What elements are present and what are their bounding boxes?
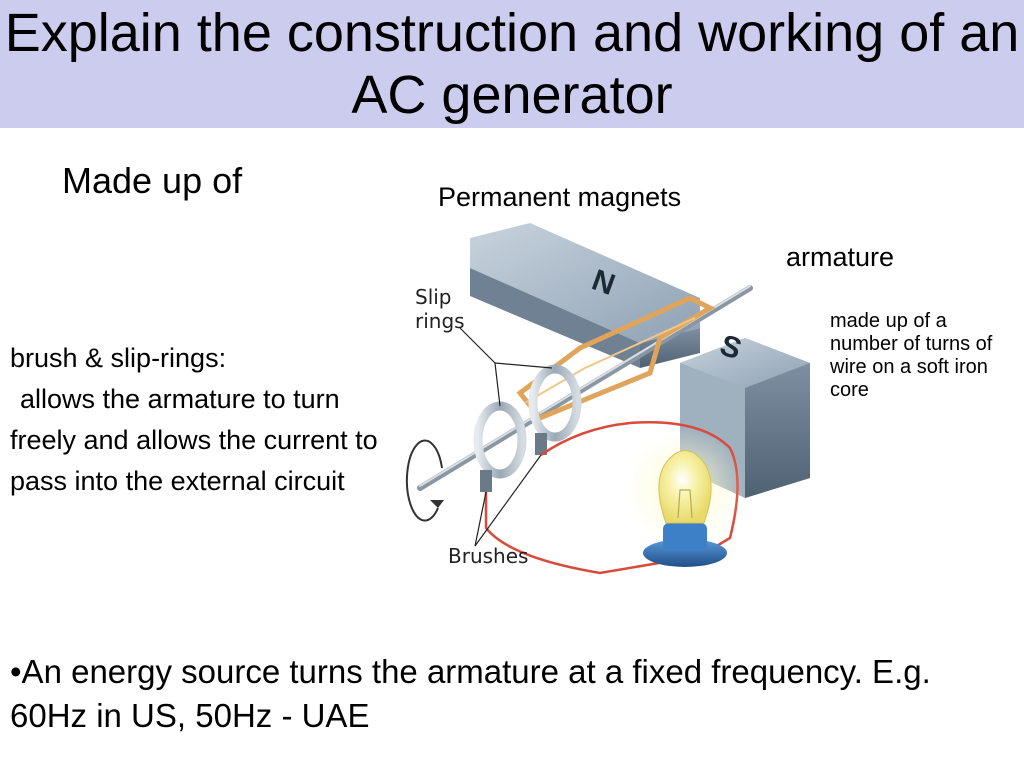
ac-generator-diagram: N S Slip rings Brushes: [405, 223, 810, 575]
brushes-label: Brushes: [448, 544, 528, 568]
title-band: [0, 0, 1024, 128]
permanent-magnets-label: Permanent magnets: [438, 182, 682, 212]
brush-slip-rings-text: brush & slip-rings: allows the armature …: [10, 338, 400, 502]
slip-ring-2: [528, 364, 582, 442]
rotation-arrow: [405, 439, 443, 522]
made-up-of-label: Made up of: [62, 160, 243, 201]
north-magnet: N: [470, 223, 700, 368]
armature-shaft: [417, 285, 753, 491]
brush-1: [480, 470, 492, 492]
slide-title: Explain the construction and working of …: [4, 3, 1020, 125]
bullet-energy-source: •An energy source turns the armature at …: [10, 653, 931, 734]
armature-description: made up of a number of turns of wire on …: [830, 310, 993, 401]
light-bulb: [625, 428, 745, 567]
brush-description: allows the armature to turn freely and a…: [10, 384, 378, 496]
slip-rings-label-line1: Slip: [415, 285, 452, 309]
brush-heading: brush & slip-rings:: [10, 343, 227, 373]
circuit-wire-1: [484, 492, 701, 575]
armature-label: armature: [786, 242, 895, 272]
brush-2: [535, 433, 547, 455]
slip-rings-label-line2: rings: [415, 309, 465, 333]
